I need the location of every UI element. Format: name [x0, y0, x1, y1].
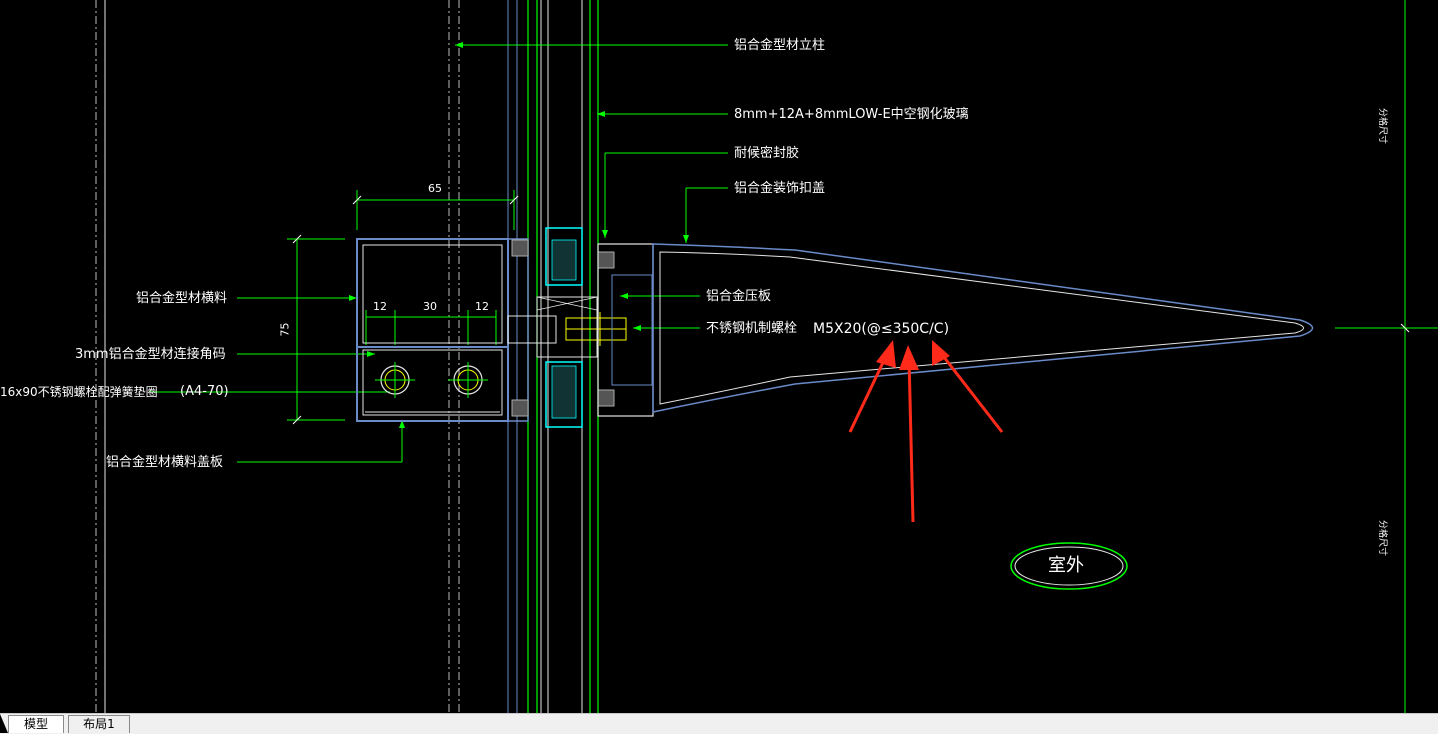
dim-30: 30	[423, 300, 437, 313]
label-stainless-bolt: 16x90不锈钢螺栓配弹簧垫圈	[0, 385, 158, 399]
label-deco-cover: 铝合金装饰扣盖	[734, 181, 826, 196]
cad-drawing-canvas[interactable]: 铝合金型材立柱 8mm+12A+8mmLOW-E中空钢化玻璃 耐候密封胶 铝合金…	[0, 0, 1438, 713]
label-bolt-grade: (A4-70)	[180, 384, 229, 399]
label-side-dim-top: 分格尺寸	[1377, 108, 1387, 145]
tab-model[interactable]: 模型	[8, 715, 64, 733]
label-pressure-plate: 铝合金压板	[706, 289, 772, 304]
dim-65: 65	[428, 182, 442, 195]
dim-75: 75	[278, 322, 292, 337]
label-transom: 铝合金型材横料	[136, 291, 228, 306]
label-sealant: 耐候密封胶	[734, 146, 800, 161]
cad-drawing	[95, 0, 1438, 713]
label-outdoor: 室外	[1048, 555, 1084, 576]
label-angle-code: 3mm铝合金型材连接角码	[75, 347, 226, 362]
dim-12a: 12	[373, 300, 387, 313]
label-machine-bolt: 不锈钢机制螺栓	[706, 321, 798, 336]
layout-tab-bar: 模型 布局1	[0, 713, 1438, 734]
label-glass: 8mm+12A+8mmLOW-E中空钢化玻璃	[734, 107, 969, 122]
dim-12b: 12	[475, 300, 489, 313]
tab-scroll-icon	[0, 714, 8, 733]
label-bolt-spec: M5X20(@≤350C/C)	[813, 321, 950, 337]
red-arrows	[848, 340, 1004, 523]
tab-layout1[interactable]: 布局1	[68, 715, 130, 733]
label-side-dim-bottom: 分格尺寸	[1377, 520, 1387, 557]
label-transom-cover: 铝合金型材横料盖板	[106, 455, 224, 470]
label-mullion: 铝合金型材立柱	[734, 38, 826, 53]
